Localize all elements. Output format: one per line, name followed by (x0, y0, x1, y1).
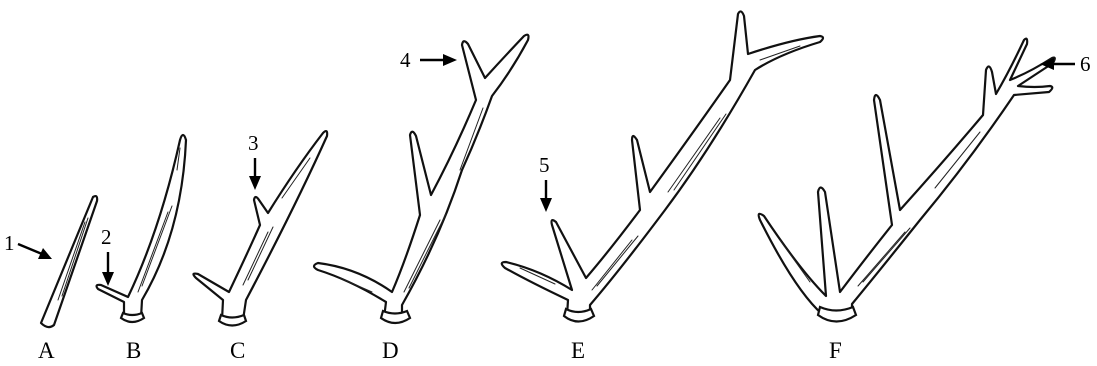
stage-label-e: E (571, 338, 585, 363)
stage-label-d: D (382, 338, 399, 363)
stage-label-b: B (126, 338, 141, 363)
marker-3-label: 3 (248, 131, 259, 155)
marker-6-label: 6 (1080, 52, 1091, 76)
marker-3-arrow (249, 158, 261, 190)
marker-2-label: 2 (101, 225, 112, 249)
marker-2-arrow (102, 252, 114, 286)
marker-4-label: 4 (400, 48, 411, 72)
antler-e (502, 11, 823, 321)
stage-label-f: F (829, 338, 842, 363)
marker-1-label: 1 (4, 231, 15, 255)
antler-f (759, 39, 1055, 322)
marker-5-label: 5 (539, 153, 550, 177)
stage-label-c: C (230, 338, 245, 363)
antler-d (314, 35, 529, 323)
marker-5-arrow (540, 180, 552, 212)
antler-a (41, 196, 97, 327)
marker-4-arrow (420, 54, 457, 66)
marker-1-arrow (18, 244, 52, 259)
stage-label-a: A (38, 338, 55, 363)
antler-c (193, 131, 327, 325)
